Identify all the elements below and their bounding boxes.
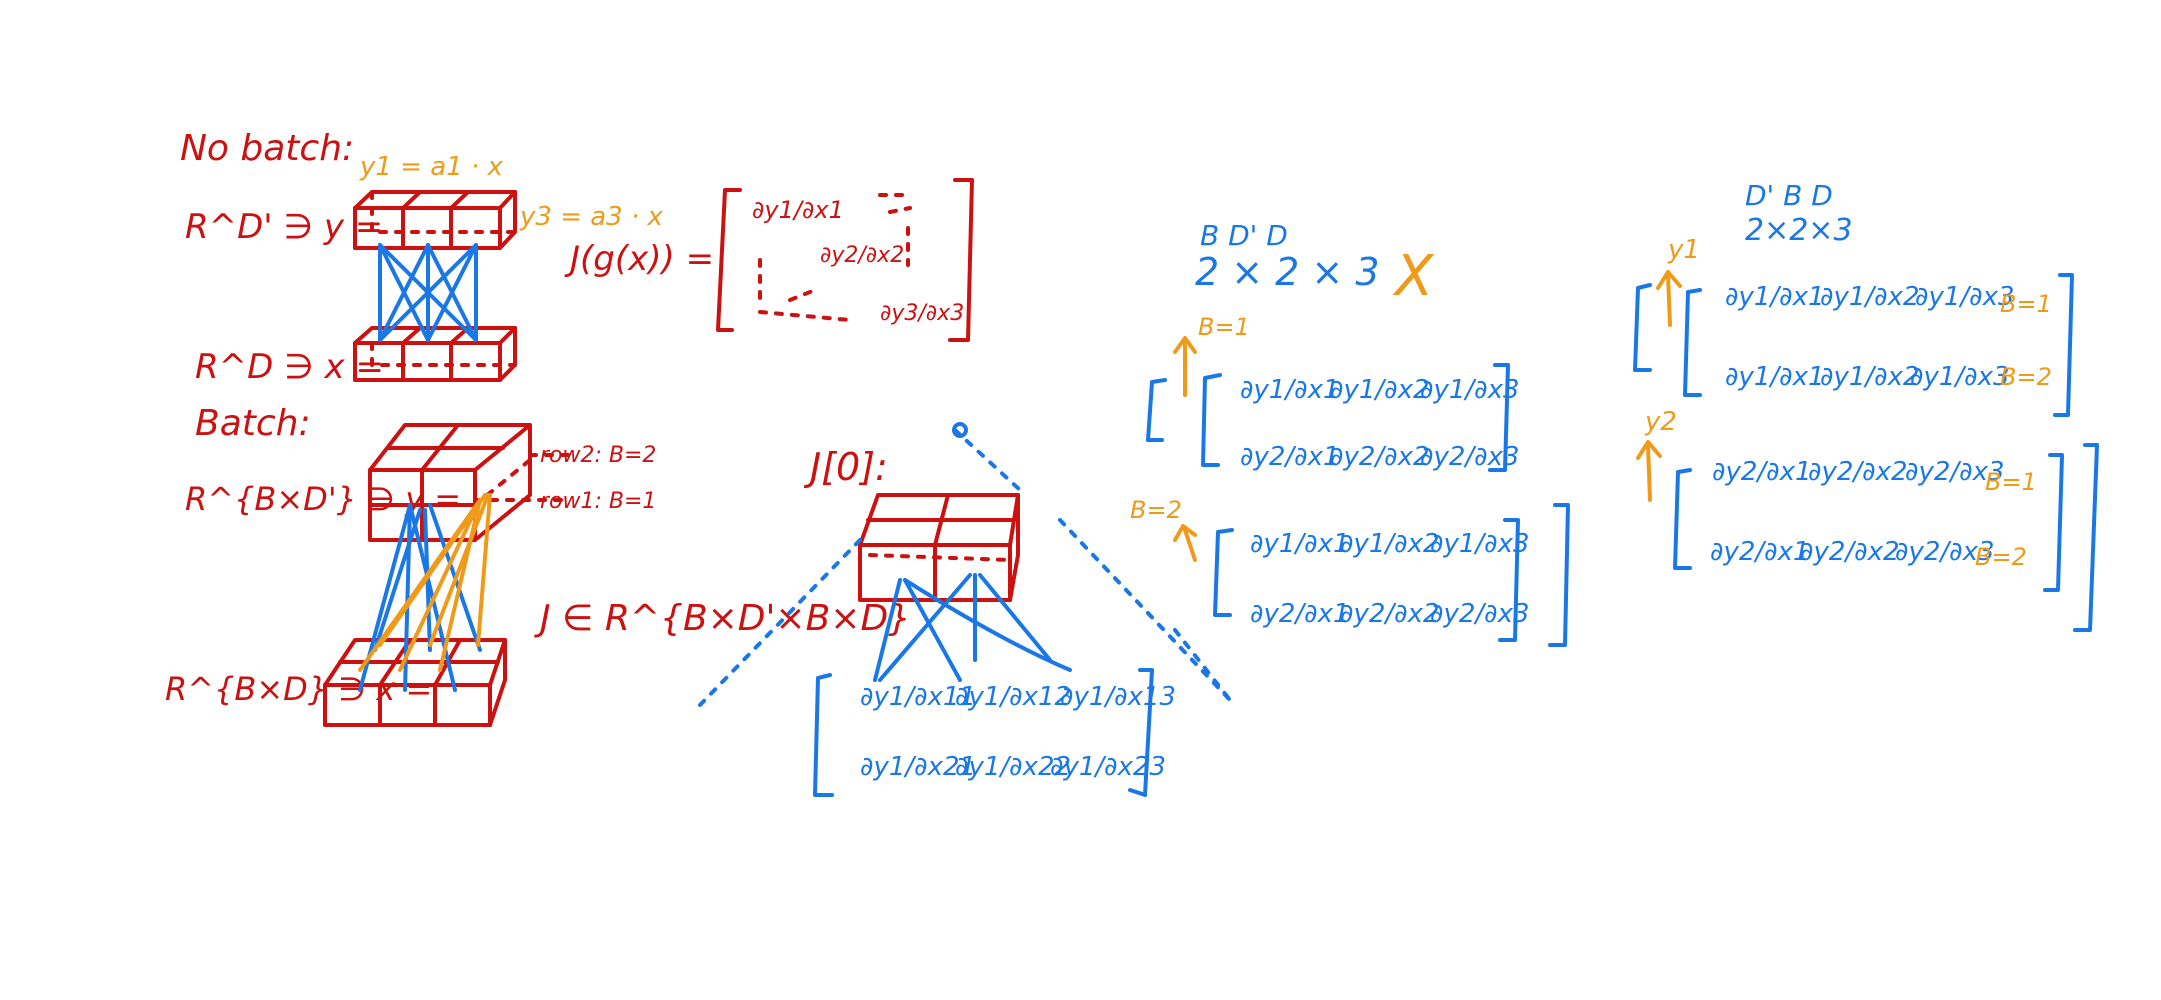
rbx-space-label: R^{B×D} ∋ x =	[165, 670, 432, 708]
b1-label: B=1	[1198, 313, 1250, 341]
r2-y2-cell-21: ∂y2/∂x1	[1710, 537, 1810, 567]
jacobian-diag-3: ∂y3/∂x3	[880, 301, 964, 326]
batch-section: Batch: R^{B×D'} ∋ y = R^{B×D} ∋ x = row2…	[165, 403, 911, 727]
r2-y1-cell-21: ∂y1/∂x1	[1725, 362, 1825, 392]
y2-group-label: y2	[1644, 407, 1677, 437]
j-space-label: J ∈ R^{B×D'×B×D}	[534, 598, 911, 639]
y-vector-box	[353, 190, 517, 250]
r2-y1-cell-22: ∂y1/∂x2	[1820, 362, 1920, 392]
b2-label: B=2	[1130, 496, 1182, 524]
jacobian-upper-dots	[878, 193, 912, 267]
dims-top-2: D' B D	[1745, 179, 1833, 212]
y1-inner-left-bracket	[1683, 288, 1702, 397]
x-vector-box	[353, 326, 517, 382]
r1-b1-cell-21: ∂y2/∂x1	[1240, 442, 1340, 472]
r2-y2-cell-22: ∂y2/∂x2	[1800, 537, 1900, 567]
r1-b2-cell-23: ∂y2/∂x3	[1430, 599, 1530, 629]
j0-cube	[858, 493, 1020, 602]
r1-b1-cell-22: ∂y2/∂x2	[1330, 442, 1430, 472]
r2-y2-cell-11: ∂y2/∂x1	[1712, 457, 1812, 487]
j0-section: J[0]: ∂y1/∂x11 ∂y1/∂x12 ∂y1/∂x13 ∂y1/∂x2	[698, 422, 1232, 797]
j0-right-bracket	[1128, 668, 1154, 797]
jacobian-left-bracket	[716, 188, 742, 332]
r2-y1-cell-11: ∂y1/∂x1	[1725, 282, 1825, 312]
y1-definition-label: y1 = a1 · x	[359, 152, 504, 182]
no-batch-connections	[378, 243, 478, 342]
r1-b2-cell-22: ∂y2/∂x2	[1340, 599, 1440, 629]
y2-inner-right-bracket	[2043, 453, 2064, 592]
block1-left-bracket	[1201, 373, 1222, 467]
y1-group-label: y1	[1667, 235, 1700, 265]
y3-definition-label: y3 = a3 · x	[519, 202, 664, 232]
r2-y2-cell-23: ∂y2/∂x3	[1895, 537, 1995, 567]
row2-label: row2: B=2	[540, 443, 656, 468]
b1-arrow	[1173, 336, 1197, 397]
dims-bottom-2: 2×2×3	[1745, 213, 1853, 248]
rx-space-label: R^D ∋ x =	[195, 347, 384, 387]
y1-outer-left-bracket	[1633, 283, 1652, 372]
r1-b1-cell-13: ∂y1/∂x3	[1420, 375, 1520, 405]
no-batch-section: No batch: y1 = a1 · x y3 = a3 · x R^D' ∋…	[180, 128, 974, 387]
jacobian-diag-1: ∂y1/∂x1	[752, 196, 844, 224]
r1-b1-cell-23: ∂y2/∂x3	[1420, 442, 1520, 472]
y1-right-bracket	[2053, 273, 2074, 417]
jacobian-lower-dots	[758, 258, 852, 322]
r2-y1-cell-23: ∂y1/∂x3	[1910, 362, 2010, 392]
r1-b2-cell-12: ∂y1/∂x2	[1340, 529, 1440, 559]
batch-label: Batch:	[195, 403, 311, 444]
j0-cell-22: ∂y1/∂x22	[955, 752, 1071, 782]
y2-arrow	[1636, 440, 1662, 502]
cone-apex	[952, 422, 968, 438]
y-batch-box	[368, 423, 532, 542]
b2-arrow	[1173, 524, 1197, 562]
block1-right-bracket	[1488, 363, 1510, 472]
rby-space-label: R^{B×D'} ∋ y =	[185, 480, 461, 518]
y2-left-bracket	[1673, 468, 1692, 570]
r1-b2-cell-11: ∂y1/∂x1	[1250, 529, 1350, 559]
cross-mark: X	[1392, 244, 1435, 309]
r2-y2-cell-13: ∂y2/∂x3	[1905, 457, 2005, 487]
r1-b2-cell-21: ∂y2/∂x1	[1250, 599, 1350, 629]
r2-y1-cell-12: ∂y1/∂x2	[1820, 282, 1920, 312]
j0-cell-11: ∂y1/∂x11	[860, 682, 976, 712]
y2-b2-label: B=2	[1975, 543, 2027, 571]
r1-b1-cell-11: ∂y1/∂x1	[1240, 375, 1340, 405]
r2-y1-cell-13: ∂y1/∂x3	[1915, 282, 2015, 312]
jacobian-right-bracket	[948, 178, 974, 342]
j0-left-bracket	[813, 673, 834, 797]
layout-dprime-b-d: D' B D 2×2×3 y1 ∂y1/∂x1 ∂y1/∂x2 ∂y1/∂x3 …	[1633, 179, 2099, 632]
y1-b1-label: B=1	[2000, 290, 2052, 318]
j0-cell-12: ∂y1/∂x12	[955, 682, 1071, 712]
r2-y2-cell-12: ∂y2/∂x2	[1808, 457, 1908, 487]
y2-outer-right-bracket	[2073, 443, 2099, 632]
layout-b-dprime-d: B D' D 2 × 2 × 3 X B=1 ∂y1/∂x1 ∂y1/∂x2 ∂…	[1130, 219, 1570, 702]
j0-cell-21: ∂y1/∂x21	[860, 752, 976, 782]
jacobian-label: J(g(x)) =	[564, 239, 714, 279]
j0-cell-23: ∂y1/∂x23	[1050, 752, 1166, 782]
dims-bottom-1: 2 × 2 × 3	[1195, 250, 1380, 294]
block2-left-bracket	[1213, 528, 1234, 617]
dims-top-1: B D' D	[1200, 219, 1288, 252]
cone-line-left	[698, 538, 862, 707]
j0-label: J[0]:	[803, 445, 888, 489]
cone-line-right	[1058, 518, 1232, 702]
ry-space-label: R^D' ∋ y =	[185, 207, 383, 247]
y2-b1-label: B=1	[1985, 468, 2037, 496]
j0-connections	[873, 573, 1072, 682]
cone-tail-dots	[1173, 628, 1232, 702]
jacobian-diag-2: ∂y2/∂x2	[820, 243, 904, 268]
y1-b2-label: B=2	[2000, 363, 2052, 391]
outer-right-bracket-1	[1548, 503, 1570, 647]
block2-right-bracket	[1498, 518, 1520, 642]
r1-b2-cell-13: ∂y1/∂x3	[1430, 529, 1530, 559]
batch-connections-orange	[358, 493, 492, 672]
no-batch-label: No batch:	[180, 128, 354, 169]
cone-line-top	[953, 428, 1022, 492]
y1-arrow	[1656, 270, 1682, 327]
j0-cell-13: ∂y1/∂x13	[1060, 682, 1176, 712]
r1-b1-cell-12: ∂y1/∂x2	[1330, 375, 1430, 405]
outer-left-bracket-1	[1146, 378, 1167, 442]
